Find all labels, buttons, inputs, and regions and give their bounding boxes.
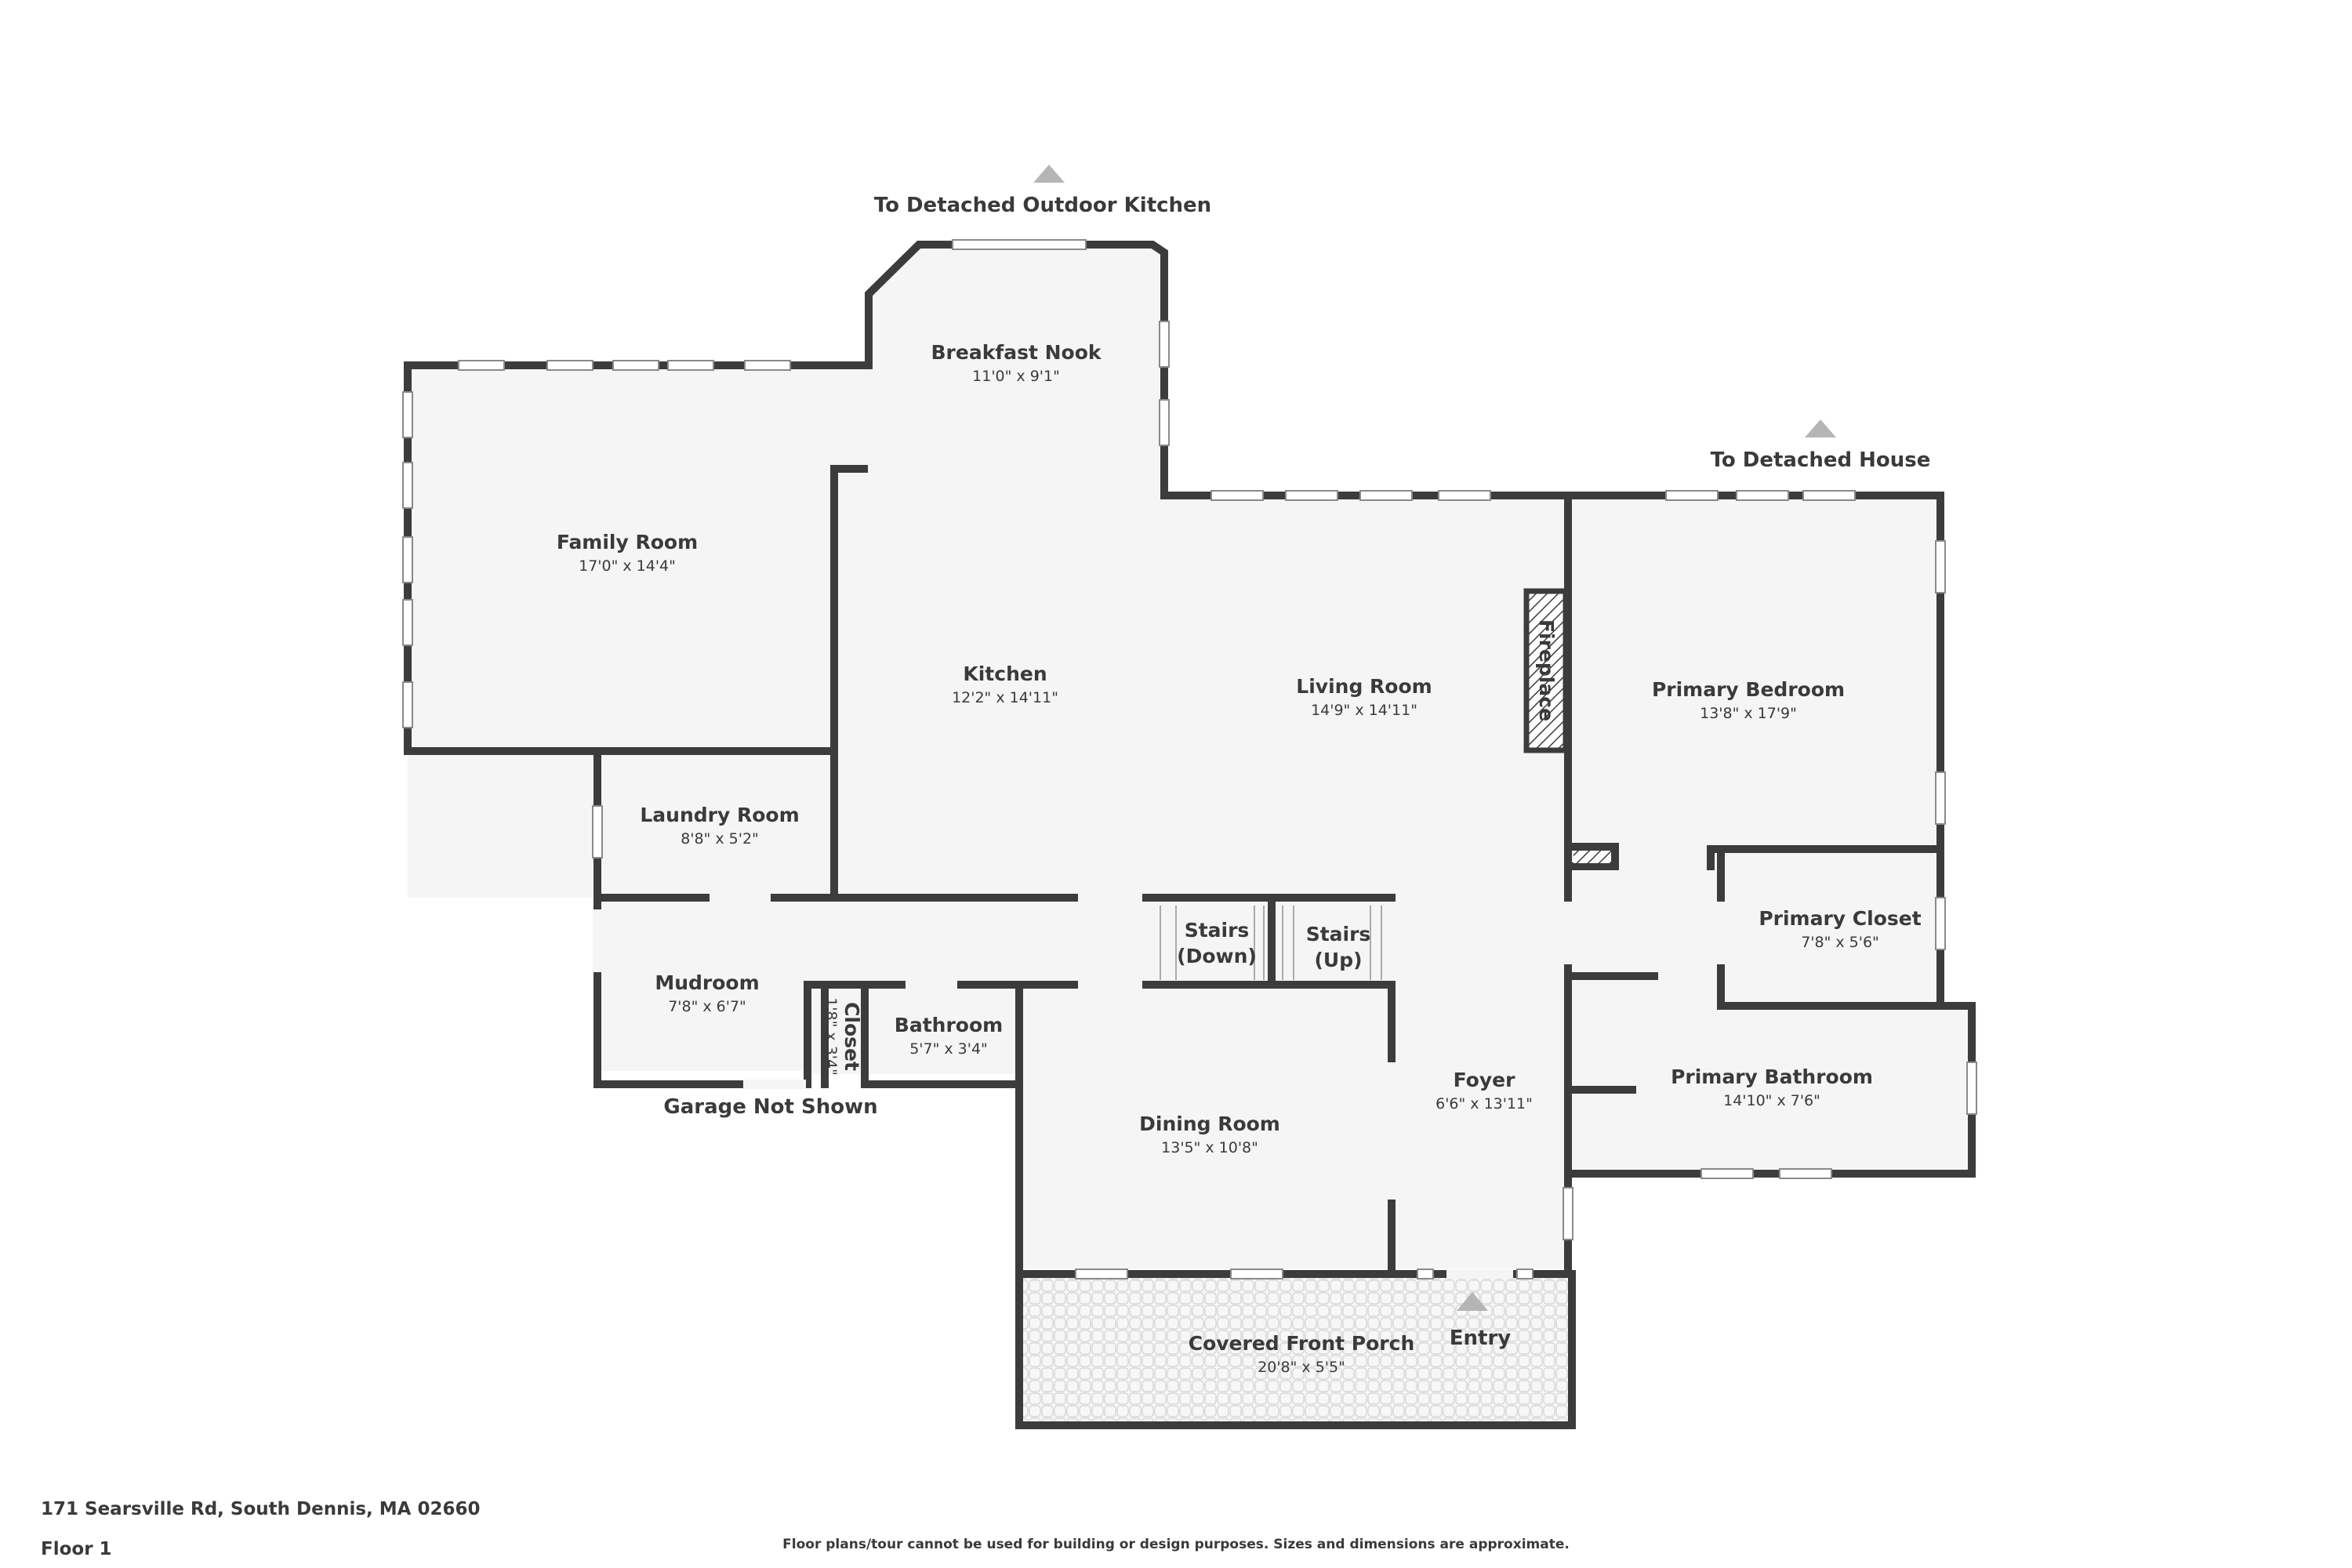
outdoor-kitchen-label: To Detached Outdoor Kitchen bbox=[874, 194, 1211, 217]
openings bbox=[593, 892, 1726, 1279]
entry-arrow-icon bbox=[1457, 1292, 1488, 1311]
room-name: Breakfast Nook bbox=[931, 341, 1102, 364]
room-name: Laundry Room bbox=[640, 804, 799, 826]
room-name: Covered Front Porch bbox=[1189, 1332, 1415, 1355]
room-name: Primary Closet bbox=[1759, 907, 1921, 930]
arrow-up-icon bbox=[1805, 419, 1836, 437]
room-name: Kitchen bbox=[963, 662, 1047, 685]
room-dims: 13'8" x 17'9" bbox=[1700, 705, 1797, 722]
room-name: Primary Bathroom bbox=[1671, 1065, 1873, 1088]
room-dims: 14'9" x 14'11" bbox=[1311, 702, 1417, 719]
address: 171 Searsville Rd, South Dennis, MA 0266… bbox=[41, 1499, 481, 1519]
chimney-vent bbox=[1573, 851, 1611, 863]
room-name: Primary Bedroom bbox=[1652, 678, 1845, 701]
room-dims: 1'8" x 3'4" bbox=[822, 997, 840, 1076]
windows bbox=[402, 239, 1977, 1279]
room-name: Living Room bbox=[1296, 675, 1432, 698]
detached-house-label: To Detached House bbox=[1711, 448, 1931, 472]
room-dims: 17'0" x 14'4" bbox=[579, 557, 676, 575]
arrow-up-icon bbox=[1033, 165, 1065, 183]
room-name: Bathroom bbox=[895, 1014, 1003, 1036]
room-dims: 5'7" x 3'4" bbox=[909, 1040, 988, 1058]
fireplace bbox=[1523, 588, 1569, 753]
room-name: Mudroom bbox=[655, 971, 759, 994]
floor-label: Floor 1 bbox=[41, 1539, 112, 1559]
room-name: Family Room bbox=[557, 531, 698, 554]
stairs-up-label: Stairs bbox=[1306, 923, 1371, 946]
fireplace-label: Fireplace bbox=[1535, 619, 1558, 721]
room-dims: 6'6" x 13'11" bbox=[1436, 1095, 1533, 1112]
stairs-down-label: (Down) bbox=[1177, 945, 1257, 967]
room-name: Dining Room bbox=[1139, 1112, 1280, 1135]
room-name: Closet bbox=[840, 1002, 863, 1071]
porch-floor bbox=[1023, 1272, 1568, 1423]
stairs-down-label: Stairs bbox=[1185, 919, 1250, 942]
room-dims: 7'8" x 5'6" bbox=[1801, 934, 1879, 951]
room-dims: 13'5" x 10'8" bbox=[1161, 1139, 1258, 1156]
stairs-up-label: (Up) bbox=[1314, 949, 1362, 971]
room-dims: 8'8" x 5'2" bbox=[681, 830, 759, 848]
room-dims: 12'2" x 14'11" bbox=[952, 689, 1058, 706]
disclaimer: Floor plans/tour cannot be used for buil… bbox=[782, 1537, 1570, 1552]
room-dims: 14'10" x 7'6" bbox=[1723, 1092, 1820, 1109]
room-dims: 20'8" x 5'5" bbox=[1258, 1359, 1345, 1376]
room-dims: 7'8" x 6'7" bbox=[668, 998, 746, 1015]
garage-label: Garage Not Shown bbox=[663, 1095, 877, 1119]
room-name: Foyer bbox=[1454, 1069, 1515, 1091]
floor-fills bbox=[408, 245, 1977, 1269]
room-dims: 11'0" x 9'1" bbox=[972, 368, 1060, 385]
entry-label: Entry bbox=[1450, 1327, 1512, 1350]
stairs bbox=[1160, 906, 1382, 980]
